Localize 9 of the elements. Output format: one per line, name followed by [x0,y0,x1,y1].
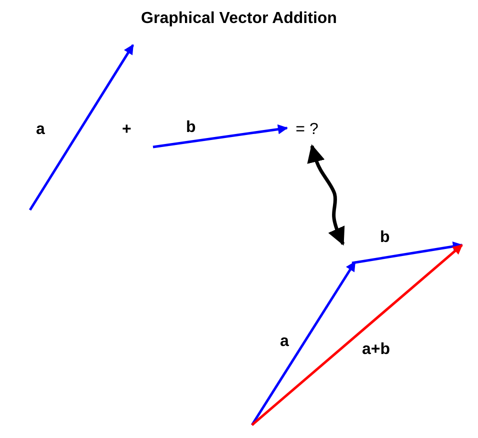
curved-arrow [307,144,345,246]
vector-label: b [186,119,196,137]
equals-question-text: = ? [290,120,324,140]
vector-label: a [36,121,45,139]
title: Graphical Vector Addition [140,10,338,28]
vector-label: a+b [362,341,390,359]
vector-label: b [380,229,390,247]
vector-label: a [280,333,289,351]
vector-label: + [122,121,132,139]
